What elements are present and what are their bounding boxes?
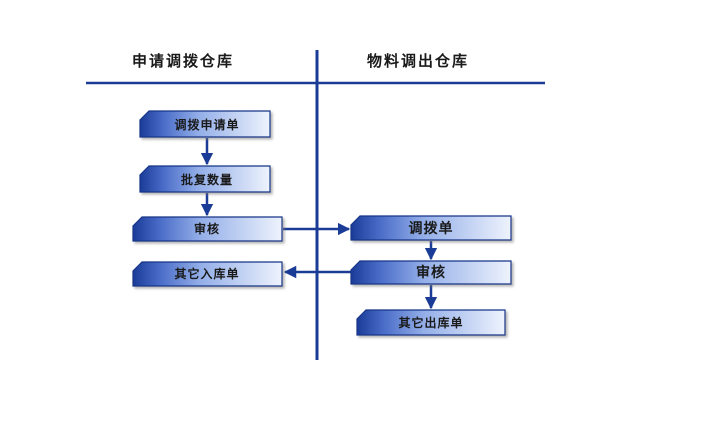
node-audit-right [350, 260, 512, 285]
lane-title-issuing-warehouse: 物料调出仓库 [367, 52, 469, 70]
node-other-inbound-label: 其它入库单 [174, 266, 239, 281]
node-other-outbound-label: 其它出库单 [398, 315, 463, 330]
node-transfer-order-label: 调拨单 [409, 220, 454, 237]
node-approve-quantity-label: 批复数量 [181, 172, 233, 187]
node-transfer-order [350, 215, 512, 241]
node-audit-left [132, 216, 283, 242]
node-transfer-request-label: 调拨申请单 [174, 117, 239, 132]
lane-title-requesting-warehouse: 申请调拨仓库 [132, 52, 234, 70]
node-other-inbound [132, 261, 283, 287]
node-audit-left-label: 审核 [194, 221, 220, 236]
node-approve-quantity [139, 165, 271, 193]
node-audit-right-label: 审核 [416, 264, 446, 281]
node-transfer-request [139, 110, 271, 138]
node-other-outbound [356, 309, 506, 336]
